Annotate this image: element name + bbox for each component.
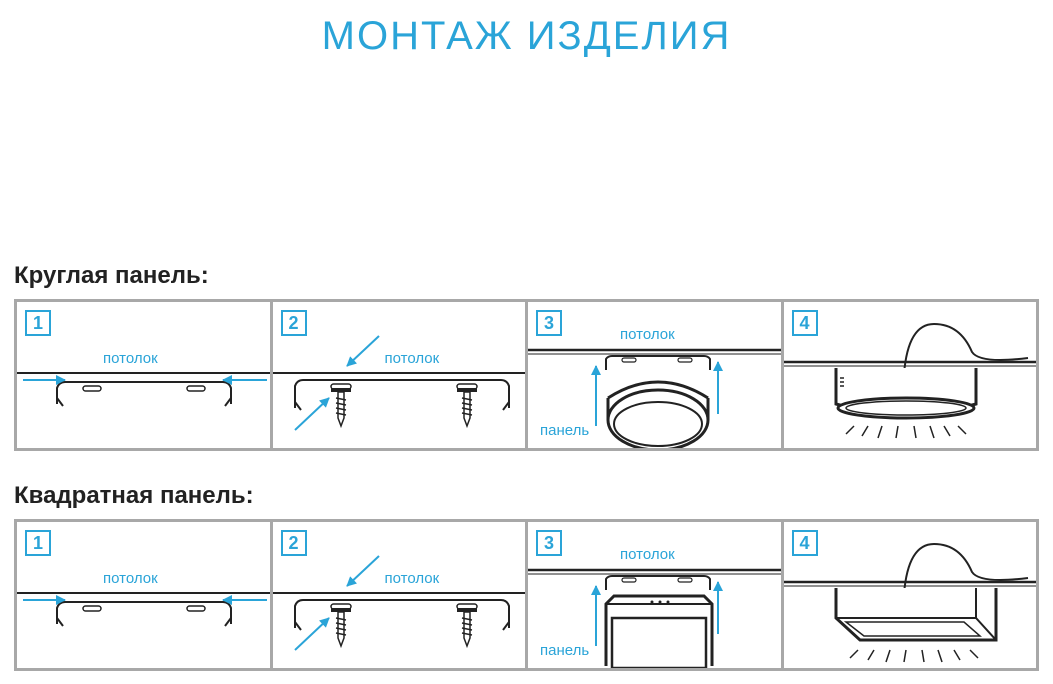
- step-number: 4: [791, 530, 818, 556]
- screw-diagram: [272, 555, 525, 651]
- ceiling-label: потолок: [620, 546, 675, 563]
- page-title: МОНТАЖ ИЗДЕЛИЯ: [321, 14, 732, 58]
- panel-label: панель: [540, 642, 590, 659]
- round-panel-steps: 1 потолок 2 потолок: [14, 299, 1039, 451]
- square-panel-steps: 1 потолок 2 потолок: [14, 519, 1039, 671]
- step-number: 1: [25, 310, 51, 336]
- step-number: 1: [25, 530, 51, 556]
- square-panel-heading: Квадратная панель:: [14, 482, 254, 509]
- round-step-4: 4: [783, 302, 1036, 448]
- panel-label: панель: [540, 422, 590, 439]
- ceiling-label: потолок: [384, 570, 440, 587]
- round-step-2: 2 потолок: [272, 302, 528, 448]
- round-panel-mounted-diagram: [783, 322, 1036, 439]
- round-step-3: 3 потолок панель: [528, 302, 784, 448]
- step-number: 3: [536, 310, 562, 336]
- step-number: 2: [280, 530, 307, 556]
- ceiling-label: потолок: [620, 326, 675, 343]
- square-step-4: 4: [783, 522, 1036, 668]
- step-number: 2: [280, 310, 307, 336]
- bracket-diagram: [17, 372, 270, 407]
- ceiling-label: потолок: [103, 350, 158, 367]
- bracket-diagram: [17, 592, 270, 627]
- step-number: 3: [536, 530, 562, 556]
- round-panel-attach-diagram: [528, 348, 781, 448]
- ceiling-label: потолок: [103, 570, 158, 587]
- square-step-3: 3 потолок панель: [528, 522, 784, 668]
- square-panel-mounted-diagram: [783, 542, 1036, 663]
- screw-diagram: [272, 335, 525, 431]
- square-step-2: 2 потолок: [272, 522, 528, 668]
- round-panel-heading: Круглая панель:: [14, 262, 209, 289]
- ceiling-label: потолок: [384, 350, 440, 367]
- square-step-1: 1 потолок: [17, 522, 273, 668]
- step-number: 4: [791, 310, 818, 336]
- square-panel-attach-diagram: [528, 568, 781, 668]
- round-step-1: 1 потолок: [17, 302, 273, 448]
